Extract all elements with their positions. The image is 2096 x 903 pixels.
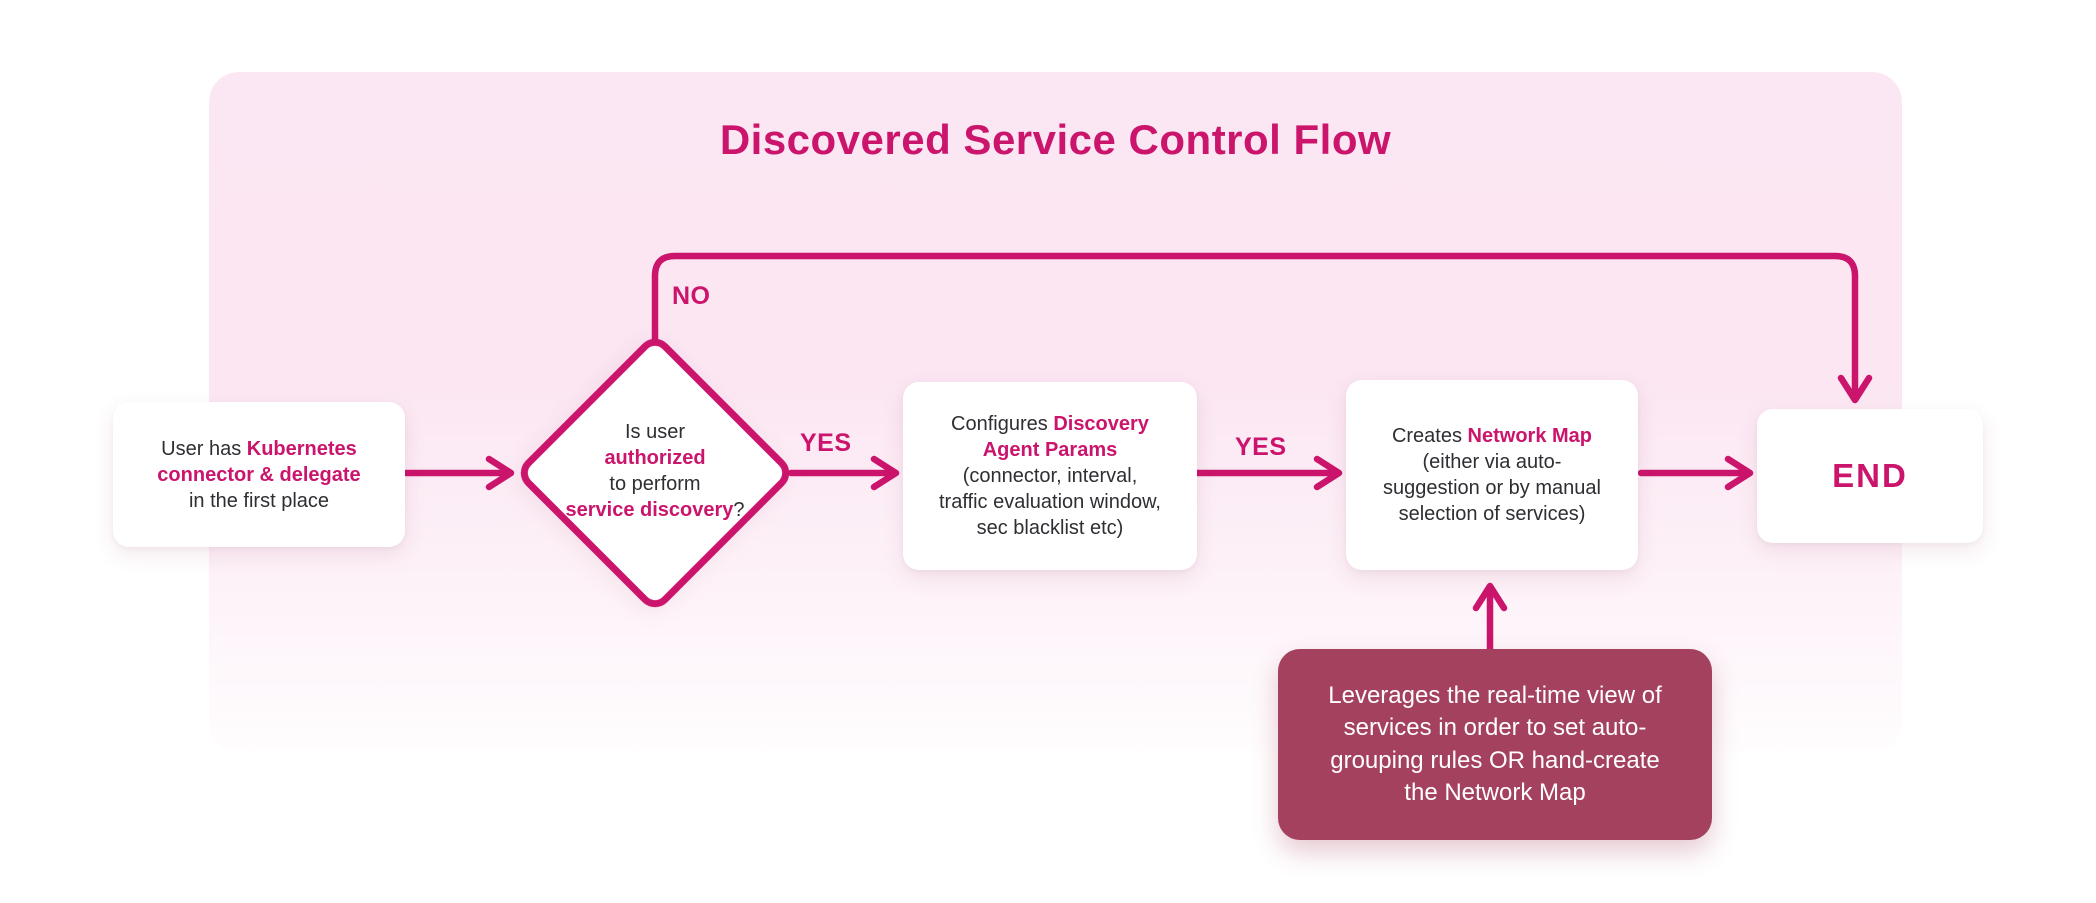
node-start-text-normal: in the first place	[188, 489, 330, 512]
note-callout-text: Leverages the real-time view of services…	[1328, 680, 1662, 810]
node-configure-text-normal: traffic evaluation window,	[939, 491, 1161, 513]
edge-label-no: NO	[672, 282, 711, 310]
node-decision-text-highlight: authorized	[604, 447, 706, 469]
node-configure-text-normal: (connector, interval,	[962, 465, 1138, 487]
node-start-text-normal: User has	[161, 437, 247, 460]
node-end-label: END	[1832, 456, 1908, 494]
node-configure-params: Configures Discovery Agent Params (conne…	[903, 382, 1197, 570]
node-end: END	[1757, 409, 1983, 543]
node-decision-text: Is user authorized to perform service di…	[565, 419, 744, 523]
node-start-text: User has Kubernetes connector & delegate…	[157, 436, 360, 514]
node-create-text-normal: (either via auto-	[1422, 451, 1562, 473]
node-start-text-highlight: connector & delegate	[157, 463, 361, 486]
edge-label-yes-create: YES	[1235, 433, 1287, 461]
node-configure-text: Configures Discovery Agent Params (conne…	[939, 411, 1161, 541]
node-create-text-normal: selection of services)	[1398, 503, 1586, 525]
node-create-text-normal: suggestion or by manual	[1383, 477, 1601, 499]
node-start-text-highlight: Kubernetes	[246, 437, 357, 460]
node-configure-text-normal: sec blacklist etc)	[976, 517, 1124, 539]
edge-label-yes-configure: YES	[800, 429, 852, 457]
note-callout-line: grouping rules OR hand-create	[1330, 746, 1660, 774]
node-configure-text-highlight: Discovery	[1053, 413, 1149, 435]
diagram-title: Discovered Service Control Flow	[719, 116, 1392, 163]
node-create-text: Creates Network Map (either via auto- su…	[1383, 423, 1601, 527]
node-configure-text-normal: Configures	[951, 413, 1054, 435]
node-start: User has Kubernetes connector & delegate…	[113, 402, 405, 547]
note-callout-line: Leverages the real-time view of	[1328, 681, 1662, 709]
note-callout: Leverages the real-time view of services…	[1278, 649, 1712, 840]
node-decision-text-normal: to perform	[609, 473, 701, 495]
node-configure-text-highlight: Agent Params	[982, 439, 1118, 461]
node-decision-text-highlight: service discovery	[565, 499, 734, 521]
node-decision: Is user authorized to perform service di…	[540, 419, 770, 523]
node-create-text-normal: Creates	[1391, 425, 1468, 447]
node-decision-text-normal: ?	[733, 499, 745, 521]
node-create-network-map: Creates Network Map (either via auto- su…	[1346, 380, 1638, 570]
note-callout-line: the Network Map	[1404, 778, 1586, 806]
node-decision-text-normal: Is user	[624, 421, 686, 443]
node-create-text-highlight: Network Map	[1467, 425, 1593, 447]
note-callout-line: services in order to set auto-	[1343, 714, 1647, 742]
